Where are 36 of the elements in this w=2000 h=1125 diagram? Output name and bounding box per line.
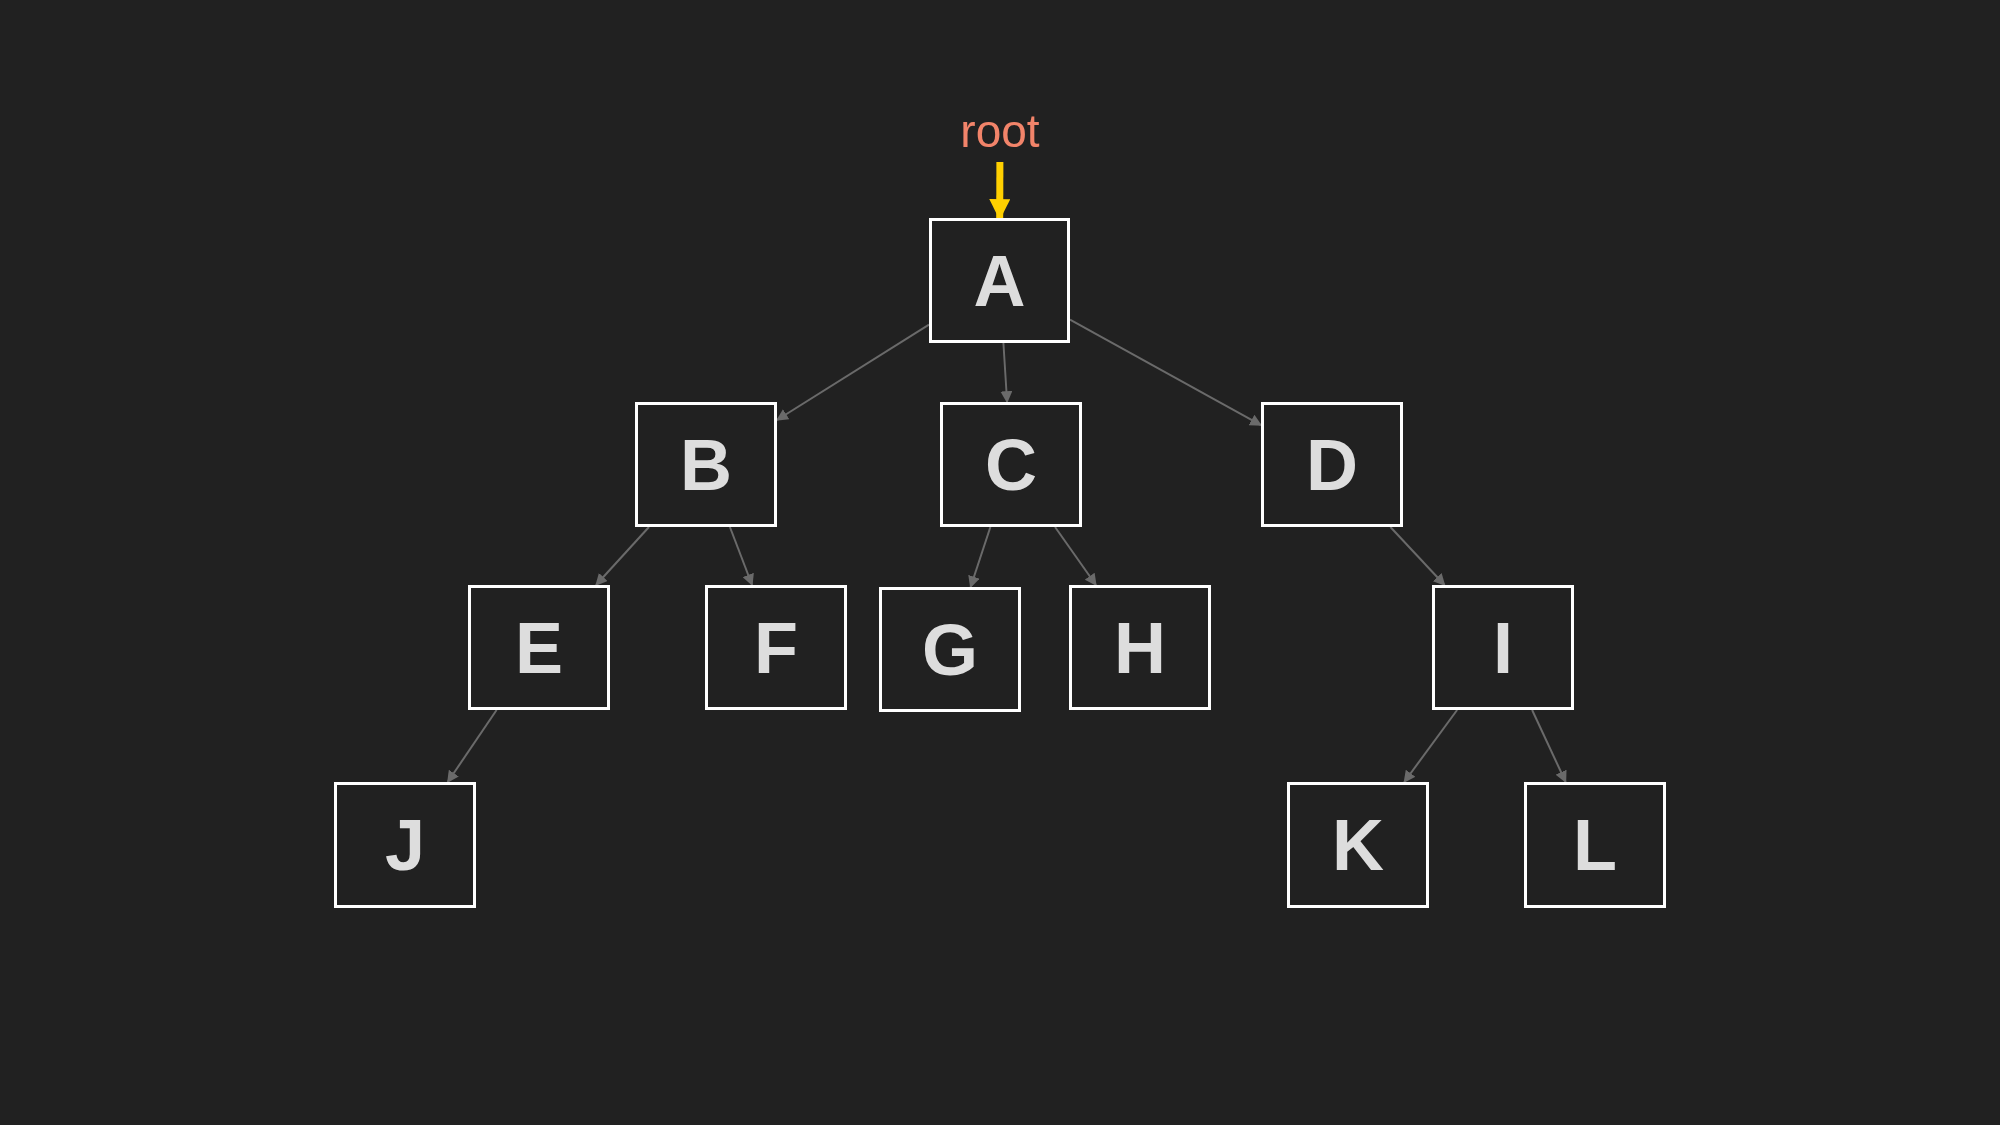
arrow — [1403, 709, 1459, 783]
node-label: D — [1306, 423, 1358, 506]
node-box — [334, 782, 476, 908]
node-label: H — [1114, 606, 1166, 689]
node-label: E — [515, 606, 563, 689]
node-box — [1069, 585, 1211, 710]
node-box — [705, 585, 847, 710]
node-label: G — [922, 608, 978, 691]
node-label: F — [754, 606, 798, 689]
node-box — [940, 402, 1082, 527]
node-label: C — [985, 423, 1037, 506]
arrow — [776, 323, 930, 421]
node-box — [1287, 782, 1429, 908]
arrow — [728, 526, 754, 587]
node-label: A — [973, 239, 1026, 322]
arrow — [1531, 709, 1567, 784]
node-label: B — [680, 423, 732, 506]
node-box — [1261, 402, 1403, 527]
arrow — [1069, 318, 1263, 427]
arrow — [968, 526, 992, 589]
arrow — [1389, 526, 1446, 586]
node-label: L — [1573, 804, 1617, 886]
arrow — [1054, 526, 1097, 586]
node-box — [929, 218, 1070, 343]
node-label: I — [1493, 606, 1513, 689]
arrow — [446, 709, 498, 783]
node-box — [468, 585, 610, 710]
node-box — [1524, 782, 1666, 908]
node-label: J — [384, 804, 425, 886]
arrow — [595, 526, 650, 586]
arrow — [1000, 342, 1013, 404]
node-box — [879, 587, 1021, 712]
node-label: K — [1332, 804, 1384, 886]
node-box — [635, 402, 777, 527]
node-box — [1432, 585, 1574, 710]
pointer-label: root — [960, 104, 1040, 158]
